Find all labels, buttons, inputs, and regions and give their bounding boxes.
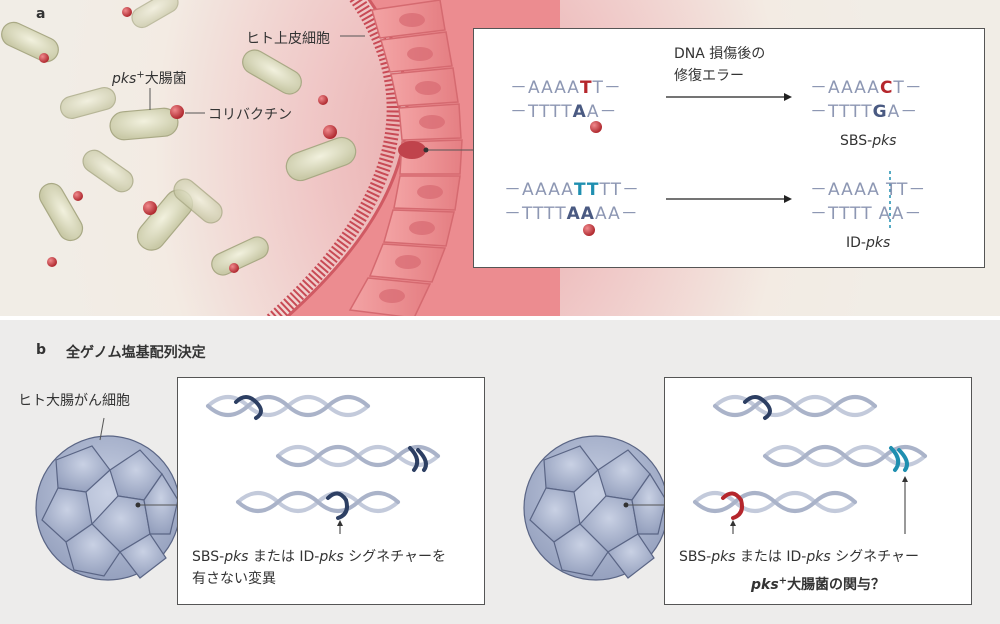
id-bottom-strand: －TTTTAAAA－ <box>504 204 639 224</box>
right-caption: SBS-pks または ID-pks シグネチャー <box>679 549 919 565</box>
panel-a: a ヒト上皮細胞 pks+大腸菌 コリバクチン DNA 損傷後の 修復エラー －… <box>0 0 1000 318</box>
mutation-mark-2 <box>408 446 428 472</box>
tumor-left <box>35 435 181 581</box>
epithelial-cell-label: ヒト上皮細胞 <box>246 31 330 47</box>
sbs-top-strand: －AAAATT－ <box>510 78 622 98</box>
id-pks-label: ID-pks <box>846 235 891 251</box>
left-genome-box: SBS-pks または ID-pks シグネチャーを 有さない変異 <box>177 377 485 605</box>
panel-a-label: a <box>36 6 46 22</box>
arrow-label-line1: DNA 損傷後の <box>674 46 766 62</box>
left-caption-line1: SBS-pks または ID-pks シグネチャーを <box>192 549 446 565</box>
damaged-nucleus <box>398 141 426 159</box>
colibactin-label: コリバクチン <box>208 107 292 123</box>
right-dna-helices <box>693 395 927 534</box>
sbs-result-bottom: －TTTTGA－ <box>810 102 919 122</box>
arrow-label-line2: 修復エラー <box>674 68 744 84</box>
panel-b-title: 全ゲノム塩基配列決定 <box>66 345 206 361</box>
tumor-right <box>523 435 669 581</box>
panel-separator <box>0 316 1000 321</box>
sbs-bottom-strand: －TTTTAA－ <box>510 102 618 122</box>
colorectal-cancer-cell-label: ヒト大腸がん細胞 <box>18 393 130 409</box>
sbs-pks-label: SBS-pks <box>840 133 897 149</box>
pks-bacteria-label: pks+大腸菌 <box>112 69 187 87</box>
sbs-pks-mutation <box>721 491 744 520</box>
sbs-result-top: －AAAACT－ <box>810 78 923 98</box>
mutation-mark-3 <box>326 491 349 520</box>
mutation-mark-1 <box>234 395 263 420</box>
left-caption-line2: 有さない変異 <box>192 571 276 587</box>
id-pks-mutation <box>889 446 909 472</box>
panel-b-label: b <box>36 342 47 358</box>
mechanism-box: DNA 損傷後の 修復エラー －AAAATT－ －TTTTAA－ －AAAACT… <box>473 28 985 268</box>
bacteria-group <box>1 0 357 276</box>
bead-id <box>583 224 595 236</box>
id-top-strand: －AAAATTTT－ <box>504 180 641 200</box>
panel-b: b 全ゲノム塩基配列決定 ヒト大腸がん細胞 <box>0 320 1000 624</box>
panel-b-illustration <box>35 417 669 581</box>
arrows-and-beads <box>583 93 891 236</box>
left-dna-helices <box>206 395 440 534</box>
right-genome-box: SBS-pks または ID-pks シグネチャー pks+大腸菌の関与？ <box>664 377 972 605</box>
colibactin-beads <box>39 7 337 273</box>
right-question: pks+大腸菌の関与？ <box>751 575 886 593</box>
pks-bacterium <box>109 107 179 141</box>
bead-sbs <box>590 121 602 133</box>
